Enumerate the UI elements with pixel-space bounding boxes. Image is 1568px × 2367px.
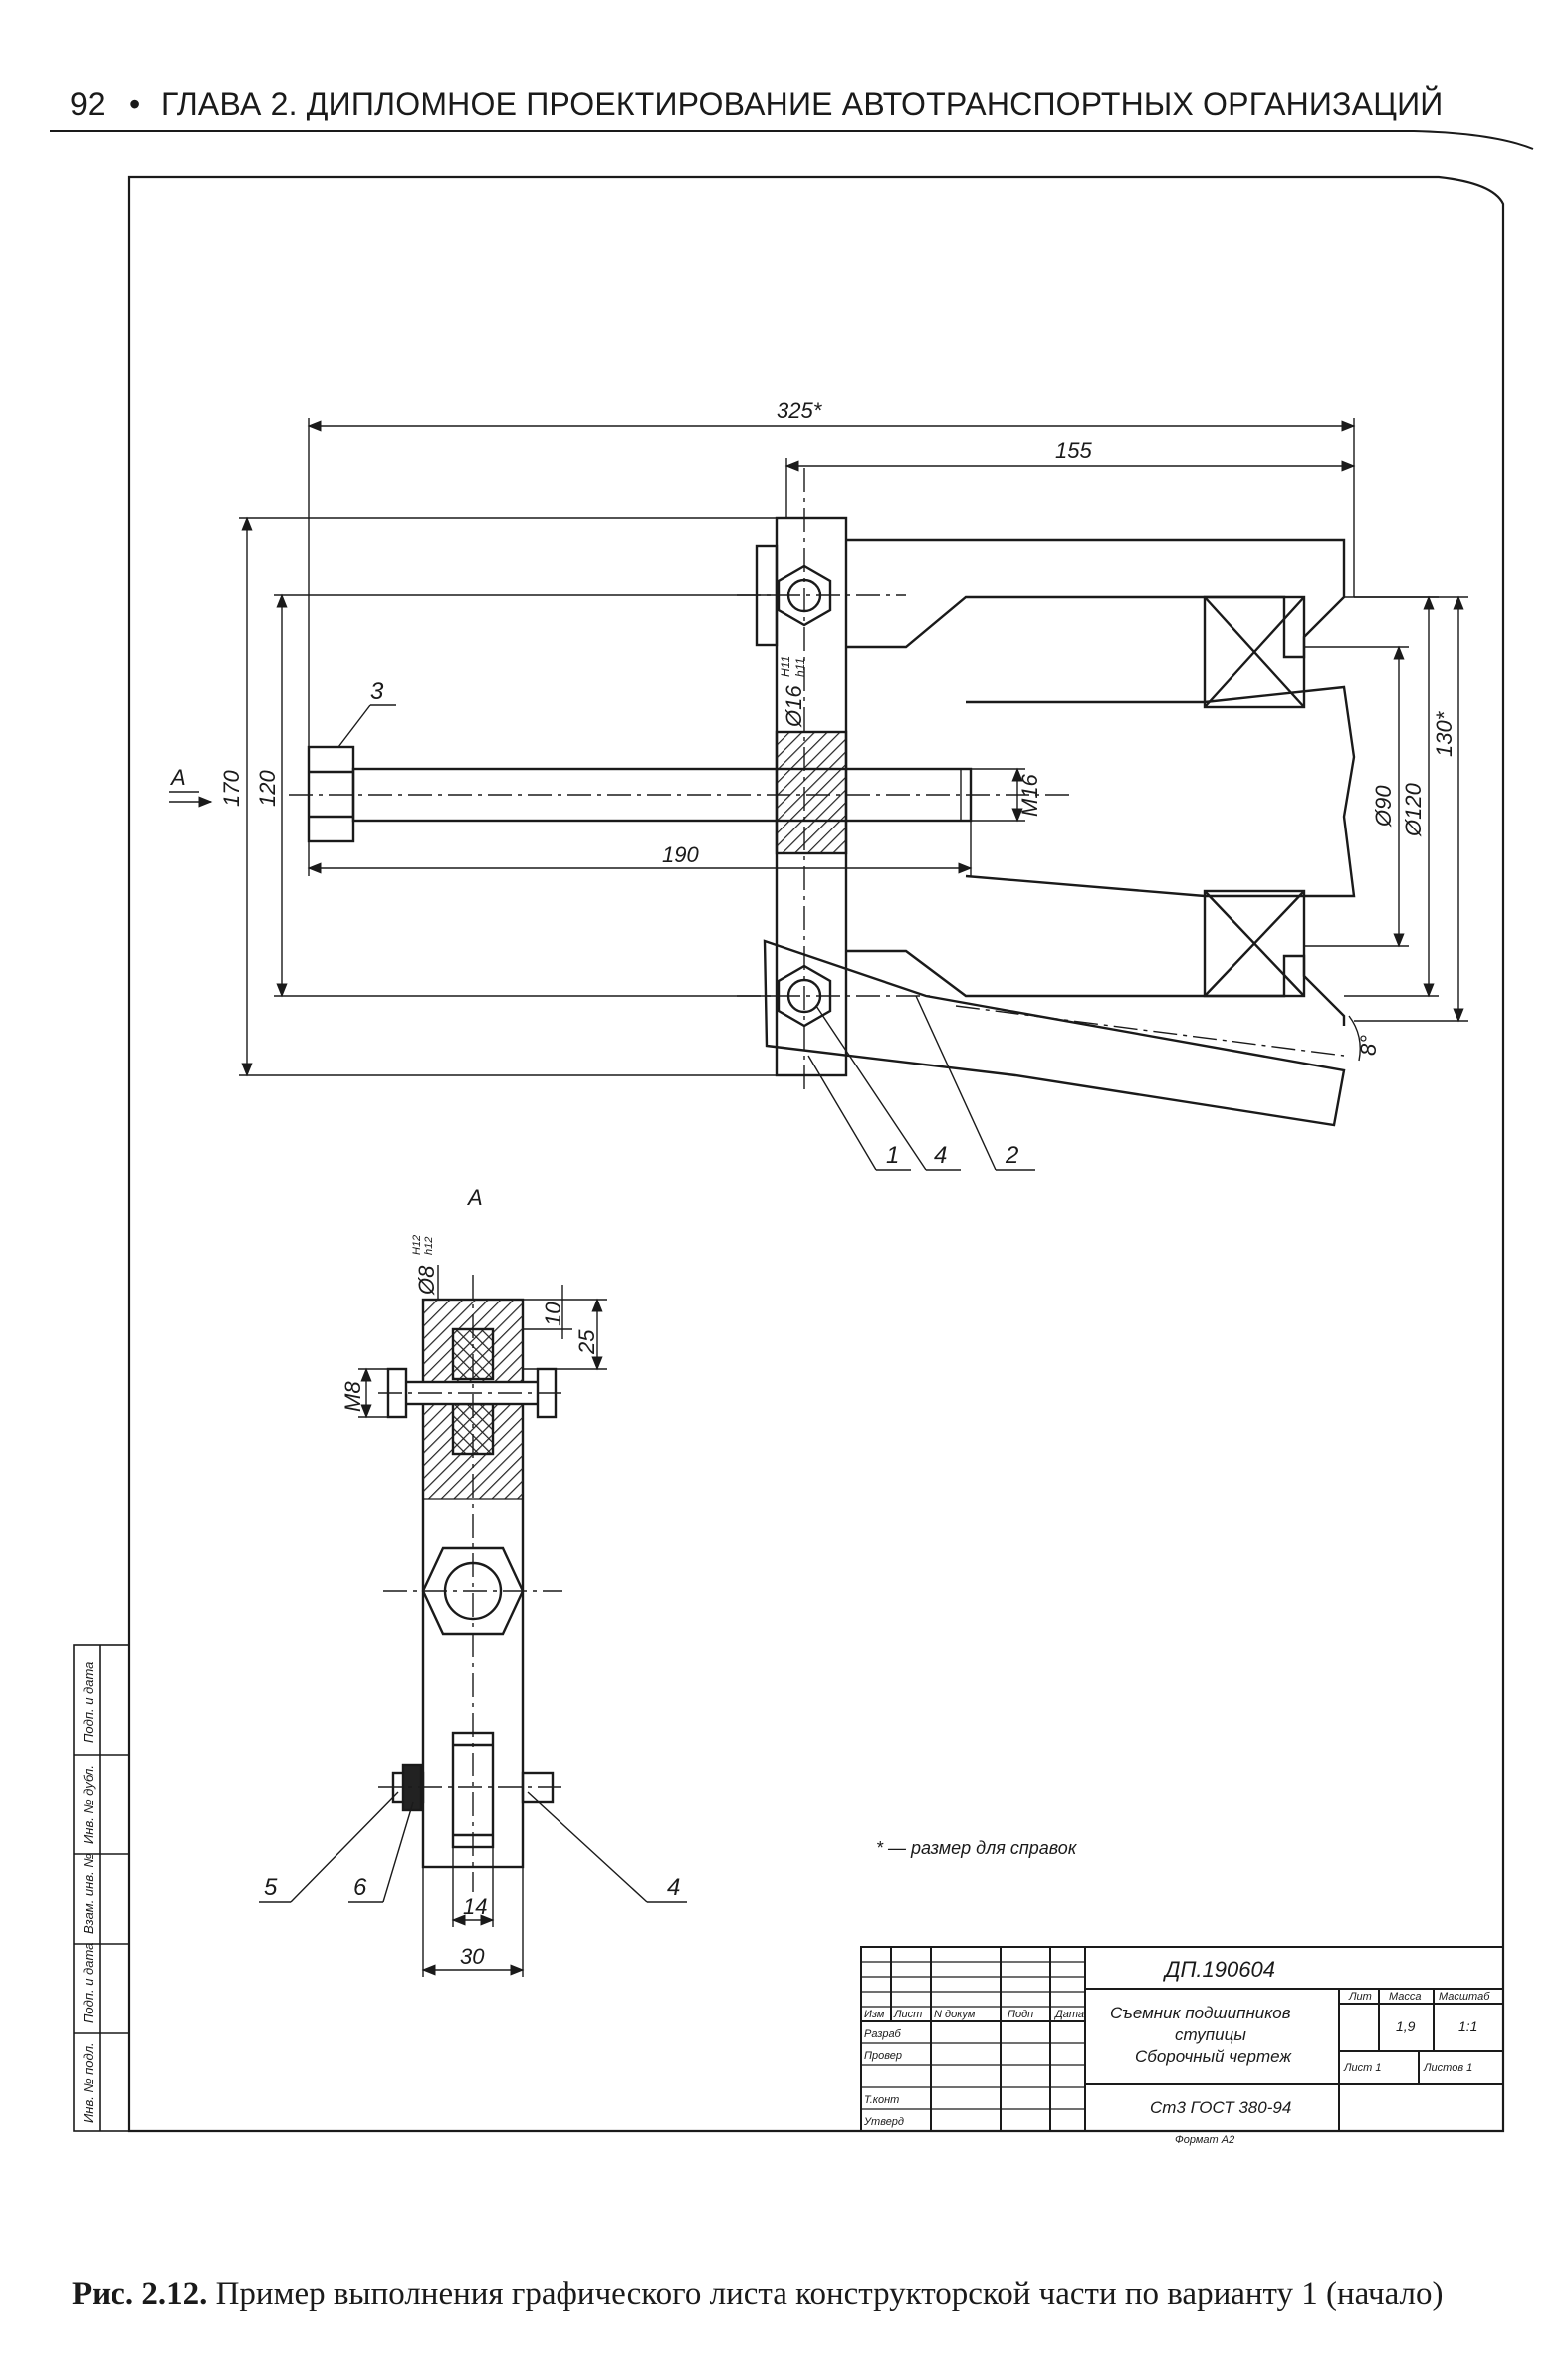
callout-1: 1 [886, 1142, 899, 1169]
tb-name-line1: Съемник подшипников [1110, 2004, 1291, 2022]
pin-fit-bottom: h12 [423, 1237, 435, 1255]
tb-mass-label: Масса [1389, 1991, 1422, 2003]
tb-col-ndoc: N докум [934, 2009, 976, 2020]
tb-format: Формат А2 [1175, 2134, 1234, 2146]
tb-scale-label: Масштаб [1439, 1991, 1490, 2003]
callout-4b: 4 [667, 1874, 680, 1901]
bearing-lower [1203, 889, 1306, 998]
bearing-upper [1203, 595, 1306, 709]
dim-bolt-length: 190 [662, 842, 699, 867]
tb-name-line2: ступицы [1175, 2025, 1246, 2044]
side-stamp-cell: Инв. № дубл. [81, 1765, 96, 1844]
side-stamp-cell: Подп. и дата [81, 1943, 96, 2023]
side-stamp-cell: Подп. и дата [81, 1662, 96, 1743]
callout-2: 2 [1005, 1142, 1018, 1169]
caption-text: Пример выполнения графического листа кон… [207, 2276, 1444, 2312]
dim-angle: 8° [1356, 1035, 1381, 1056]
dim-thread: M16 [1017, 773, 1042, 817]
dim-m8: M8 [340, 1381, 365, 1412]
dim-overall-length: 325* [777, 398, 823, 423]
tb-material: Ст3 ГОСТ 380-94 [1150, 2098, 1291, 2117]
tb-sheet-label: Лист 1 [1343, 2062, 1382, 2074]
tb-lit-label: Лит [1348, 1991, 1372, 2003]
dim-height-outer: 170 [219, 770, 244, 807]
side-stamp-cell: Инв. № подл. [81, 2042, 96, 2123]
side-stamp-cell: Взам. инв. № [81, 1854, 96, 1934]
callout-6: 6 [353, 1874, 367, 1901]
side-stamp [73, 1644, 130, 2132]
reference-note: * — размер для справок [876, 1838, 1078, 1858]
view-a [386, 1298, 558, 1869]
dim-height-inner: 120 [255, 770, 280, 807]
tb-sheets-label: Листов 1 [1423, 2062, 1472, 2074]
main-view [307, 516, 1356, 1127]
header-bullet: • [129, 86, 141, 121]
page-number: 92 [70, 86, 106, 121]
callout-3: 3 [370, 678, 384, 705]
dim-diam-120: Ø120 [1401, 782, 1426, 837]
view-arrow-label: A [169, 765, 186, 790]
dim-pin-diameter: Ø8 [414, 1265, 439, 1296]
tb-scale-value: 1:1 [1458, 2018, 1477, 2034]
sheet-frame [127, 175, 1505, 2133]
dim-ref-130: 130* [1432, 710, 1456, 757]
tb-document-code: ДП.190604 [1162, 1957, 1275, 1982]
title-block [860, 1946, 1504, 2132]
tb-name-line3: Сборочный чертеж [1135, 2047, 1292, 2066]
callout-4: 4 [934, 1142, 947, 1169]
figure-caption: Рис. 2.12. Пример выполнения графическог… [72, 2276, 1545, 2313]
dim-10: 10 [541, 1302, 565, 1326]
pin-fit-top: H12 [411, 1235, 423, 1255]
page-header: 92 • ГЛАВА 2. ДИПЛОМНОЕ ПРОЕКТИРОВАНИЕ А… [50, 86, 1523, 125]
dim-arm-length: 155 [1055, 438, 1092, 463]
tb-mass-value: 1,9 [1396, 2018, 1416, 2034]
view-a-title: A [466, 1185, 483, 1210]
lower-gripper [846, 949, 1346, 1026]
view-a-slot [451, 1731, 495, 1849]
fit-bottom: h11 [793, 658, 807, 677]
upper-gripper [846, 538, 1346, 659]
tb-col-podp: Подп [1008, 2009, 1033, 2020]
dim-30: 30 [460, 1944, 485, 1969]
traverse-hatch-section [775, 730, 848, 855]
fit-top: H11 [779, 656, 792, 677]
dim-diam-90: Ø90 [1371, 785, 1396, 828]
tb-row-razrab: Разраб [864, 2028, 902, 2040]
chapter-title: ГЛАВА 2. ДИПЛОМНОЕ ПРОЕКТИРОВАНИЕ АВТОТР… [161, 86, 1444, 121]
dim-14: 14 [463, 1894, 487, 1919]
tb-col-list: Лист [893, 2009, 922, 2020]
tb-col-izm: Изм [864, 2009, 885, 2020]
header-rule [50, 130, 1534, 150]
dim-bore-diameter: Ø16 [782, 685, 806, 728]
hub-outline [965, 685, 1356, 898]
tb-col-data: Дата [1053, 2009, 1084, 2020]
tb-row-utverd: Утверд [863, 2116, 904, 2128]
dim-25: 25 [574, 1329, 599, 1355]
caption-label: Рис. 2.12. [72, 2276, 208, 2312]
tb-row-tkont: Т.конт [864, 2094, 899, 2106]
callout-5: 5 [264, 1874, 278, 1901]
tb-row-prover: Провер [864, 2050, 902, 2062]
